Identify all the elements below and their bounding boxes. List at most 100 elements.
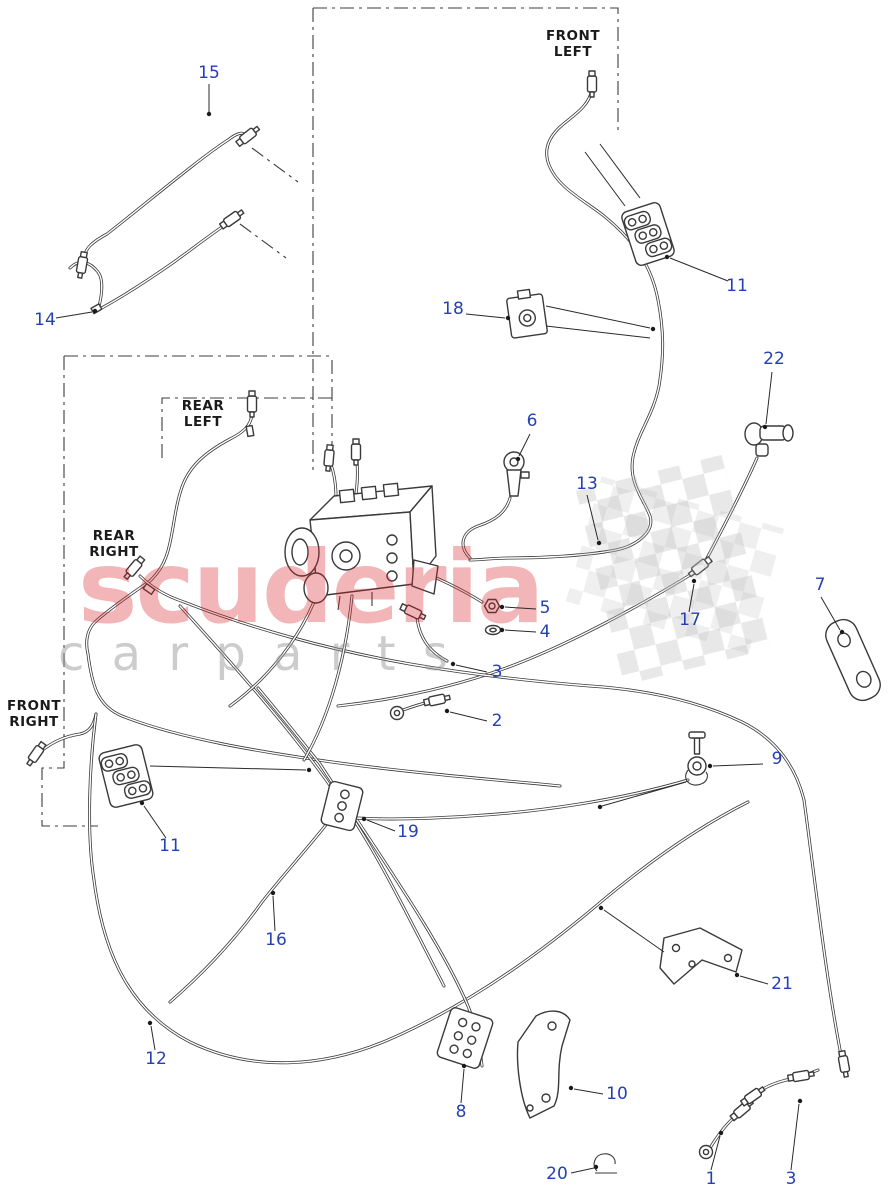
chain-rear-left-box bbox=[161, 397, 332, 458]
abs-port bbox=[386, 534, 398, 546]
callout-21: 21 bbox=[771, 974, 793, 994]
abs-motor-hub bbox=[339, 549, 353, 563]
leader-lines bbox=[55, 84, 845, 1174]
pipe bbox=[82, 131, 249, 262]
pipe-core bbox=[462, 497, 511, 559]
callout-18: 18 bbox=[442, 299, 464, 319]
pipe-core bbox=[333, 779, 689, 820]
pipe-fitting bbox=[350, 438, 362, 466]
chain-leader-14 bbox=[239, 223, 287, 259]
callout-numbers: 15 14 18 11 22 6 13 17 7 5 4 3 2 19 9 11… bbox=[34, 63, 825, 1189]
callout-9: 9 bbox=[772, 749, 783, 769]
corner-labels: FRONT LEFT REAR LEFT REAR RIGHT FRONT RI… bbox=[7, 28, 600, 730]
callout-4: 4 bbox=[540, 622, 551, 642]
abs-port bbox=[386, 552, 398, 564]
part-7-bracket bbox=[825, 618, 881, 702]
pipe-core bbox=[97, 222, 229, 311]
pipe-fitting bbox=[786, 1068, 816, 1084]
label-rear-left-line2: LEFT bbox=[184, 414, 223, 430]
watermark-checkered-flag-2 bbox=[565, 476, 785, 654]
pipe-core bbox=[86, 411, 561, 787]
pipe-core bbox=[169, 789, 353, 1003]
callout-3-bottom: 3 bbox=[786, 1169, 797, 1189]
pipe-fitting bbox=[74, 250, 90, 280]
label-front-left-line1: FRONT bbox=[546, 28, 600, 44]
watermark-brand-text: scuderia bbox=[78, 529, 542, 646]
callout-20: 20 bbox=[546, 1164, 568, 1184]
part-8-pipe-clip bbox=[436, 1007, 494, 1069]
abs-right-face bbox=[409, 485, 437, 585]
callout-11-top: 11 bbox=[726, 276, 748, 296]
pipe-core bbox=[83, 132, 248, 261]
callout-3-mid: 3 bbox=[492, 662, 503, 682]
watermark: scuderia c a r p a r t s bbox=[58, 454, 785, 686]
pipe-fitting bbox=[422, 692, 452, 708]
callout-15: 15 bbox=[198, 63, 220, 83]
callout-14: 14 bbox=[34, 310, 56, 330]
abs-lower-cylinder bbox=[303, 572, 329, 604]
watermark-sub-text: c a r p a r t s bbox=[58, 626, 454, 682]
parts bbox=[98, 202, 881, 1174]
abs-pump-cylinder-inner bbox=[291, 538, 309, 566]
pipe-core bbox=[139, 575, 843, 1061]
part-1-hose bbox=[698, 1144, 714, 1160]
pipe-core bbox=[88, 713, 749, 1064]
pipe-core bbox=[303, 595, 353, 761]
part-22-connector bbox=[744, 422, 794, 457]
pipe-fitting bbox=[836, 1049, 852, 1079]
abs-modulator-unit bbox=[284, 482, 439, 611]
callout-16: 16 bbox=[265, 930, 287, 950]
pipe bbox=[88, 712, 750, 1065]
callout-11-bottom: 11 bbox=[159, 836, 181, 856]
part-11-pipe-clips-bottom bbox=[98, 744, 154, 808]
callout-12: 12 bbox=[145, 1049, 167, 1069]
pipe-fitting bbox=[234, 123, 262, 149]
callout-13: 13 bbox=[576, 474, 598, 494]
callout-10: 10 bbox=[606, 1084, 628, 1104]
part-5-nut bbox=[483, 598, 501, 614]
abs-bracket-wing bbox=[411, 559, 439, 595]
callout-6: 6 bbox=[527, 411, 538, 431]
abs-port bbox=[386, 570, 398, 582]
label-front-left-line2: LEFT bbox=[554, 44, 593, 60]
callout-8: 8 bbox=[456, 1102, 467, 1122]
pipe-fitting-front-left bbox=[586, 70, 598, 98]
abs-stud bbox=[337, 595, 341, 611]
chain-front-right-box bbox=[41, 356, 98, 827]
part-21-bracket bbox=[659, 927, 743, 985]
part-18-mounting-block bbox=[506, 288, 548, 339]
callout-7: 7 bbox=[815, 575, 826, 595]
pipe-fitting bbox=[218, 207, 246, 231]
pipe-fitting-front-right bbox=[24, 740, 48, 768]
part-9-clip bbox=[685, 731, 708, 786]
part-11-pipe-clips-top bbox=[621, 202, 675, 266]
part-20-clip bbox=[593, 1153, 617, 1174]
chain-leader-15 bbox=[251, 147, 299, 183]
callout-17: 17 bbox=[679, 610, 701, 630]
chain-front-left-box bbox=[313, 7, 619, 132]
part-4-washer bbox=[484, 624, 502, 636]
part-2-hose bbox=[389, 705, 405, 721]
abs-coil bbox=[338, 488, 356, 504]
boundary-chain-lines bbox=[41, 7, 619, 827]
abs-coil bbox=[360, 485, 378, 501]
label-rear-right-line1: REAR bbox=[93, 528, 136, 544]
label-front-right-line1: FRONT bbox=[7, 698, 61, 714]
label-rear-right-line2: RIGHT bbox=[89, 544, 139, 560]
pipe-core bbox=[416, 616, 448, 662]
callout-19: 19 bbox=[397, 822, 419, 842]
abs-coil bbox=[382, 482, 400, 498]
part-10-bracket bbox=[516, 1010, 571, 1119]
pipe-sleeve bbox=[245, 424, 255, 438]
pipe-fitting-rear-left bbox=[246, 390, 258, 418]
label-rear-left-line1: REAR bbox=[182, 398, 225, 414]
callout-5: 5 bbox=[540, 598, 551, 618]
label-front-right-line2: RIGHT bbox=[9, 714, 59, 730]
callout-22: 22 bbox=[763, 349, 785, 369]
part-6-sensor bbox=[503, 451, 530, 497]
callout-2: 2 bbox=[492, 711, 503, 731]
pipe-core bbox=[229, 591, 319, 707]
callout-1: 1 bbox=[706, 1169, 717, 1189]
